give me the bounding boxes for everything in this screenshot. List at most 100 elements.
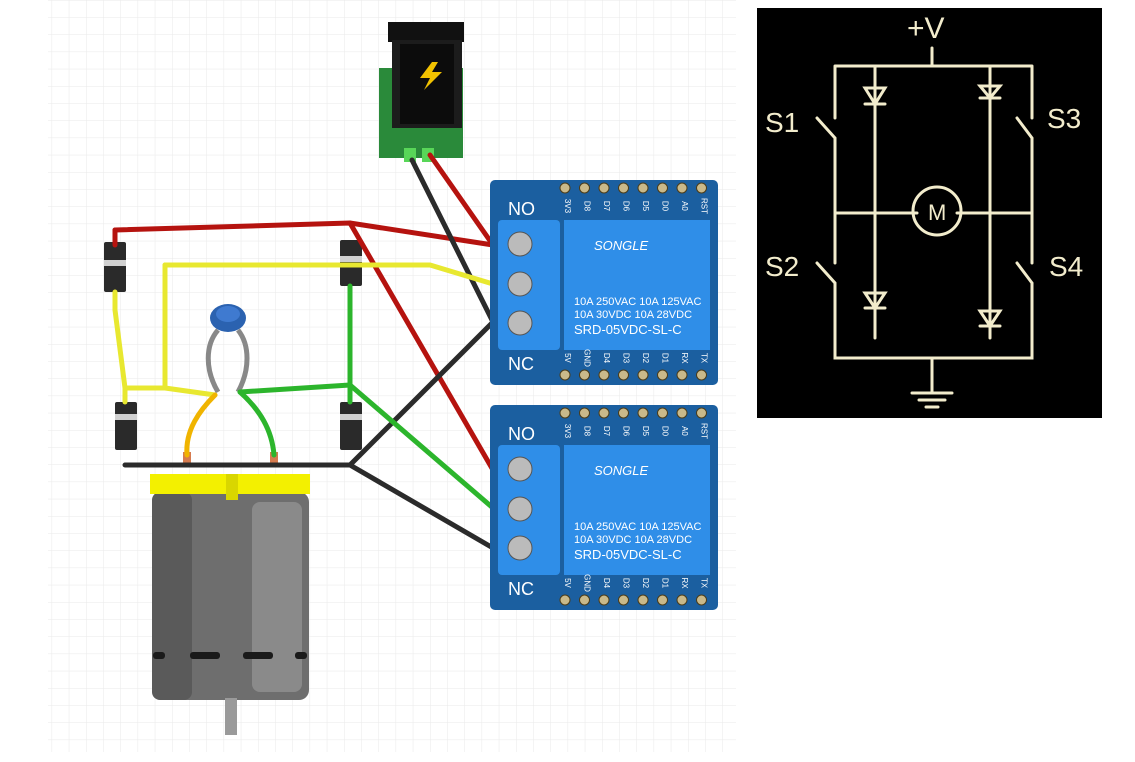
screw-terminal-no[interactable] [507, 456, 533, 482]
screw-terminal-no[interactable] [507, 231, 533, 257]
pin-label: RST [700, 423, 709, 439]
switch-label-s3: S3 [1047, 103, 1081, 134]
header-pin[interactable] [559, 407, 571, 419]
header-pin[interactable] [696, 407, 707, 419]
pin-label: 5V [563, 353, 572, 363]
switch-label-s1: S1 [765, 107, 799, 138]
screw-terminal-nc[interactable] [507, 310, 533, 336]
pin-label: D2 [641, 353, 650, 364]
header-pin[interactable] [657, 407, 668, 419]
wire-orange [184, 392, 218, 458]
header-pin[interactable] [579, 407, 590, 419]
header-pin[interactable] [637, 594, 649, 606]
no-label: NO [508, 199, 535, 219]
header-pin[interactable] [598, 182, 610, 194]
header-pin[interactable] [696, 594, 707, 606]
pin-label: D8 [583, 426, 592, 437]
rating-line-1: 10A 250VAC 10A 125VAC [574, 521, 701, 533]
pin-label: 3V3 [563, 199, 572, 214]
lightning-bolt-icon [420, 62, 442, 90]
header-pin[interactable] [618, 182, 629, 194]
wire-yellow [162, 385, 218, 398]
screw-terminal-com[interactable] [507, 496, 533, 522]
wire-green [237, 382, 353, 395]
rating-line-1: 10A 250VAC 10A 125VAC [574, 296, 701, 308]
dc-motor[interactable] [150, 452, 310, 735]
pin-label: GND [583, 349, 592, 367]
wire-black [409, 157, 496, 325]
header-pin[interactable] [579, 182, 590, 194]
pin-label: D5 [641, 426, 650, 437]
header-pin[interactable] [579, 369, 590, 381]
screw-terminal-com[interactable] [507, 271, 533, 297]
model-label: SRD-05VDC-SL-C [574, 322, 682, 337]
rating-line-2: 10A 30VDC 10A 28VDC [574, 309, 692, 321]
pin-label: D1 [661, 578, 670, 589]
pin-label: D7 [602, 426, 611, 437]
header-pin[interactable] [618, 407, 629, 419]
relay-module-1[interactable]: NO NC SONGLE 10A 250VAC 10A 125VAC 10A 3… [490, 180, 718, 385]
rating-line-2: 10A 30VDC 10A 28VDC [574, 534, 692, 546]
diode-1[interactable] [104, 242, 126, 292]
pin-label: RX [680, 577, 689, 589]
header-pin[interactable] [618, 369, 629, 381]
pin-label: D0 [661, 201, 670, 212]
diode-4[interactable] [340, 402, 362, 450]
switch-label-s2: S2 [765, 251, 799, 282]
header-pin[interactable] [559, 594, 571, 606]
header-pin[interactable] [579, 594, 590, 606]
header-pin[interactable] [676, 369, 688, 381]
ceramic-capacitor[interactable] [205, 304, 250, 394]
pin-label: D2 [641, 578, 650, 589]
supply-label: +V [907, 12, 945, 45]
dc-power-jack[interactable] [379, 22, 464, 162]
pin-label: D3 [622, 578, 631, 589]
header-pin[interactable] [676, 594, 688, 606]
pin-label: TX [700, 578, 709, 589]
pin-label: D6 [622, 426, 631, 437]
pin-label: D0 [661, 426, 670, 437]
pin-label: GND [583, 574, 592, 592]
screw-terminal-nc[interactable] [507, 535, 533, 561]
header-pin[interactable] [637, 407, 649, 419]
header-pin[interactable] [618, 594, 629, 606]
header-pin[interactable] [676, 407, 688, 419]
header-pin[interactable] [696, 369, 707, 381]
header-pin[interactable] [637, 182, 649, 194]
header-pin[interactable] [598, 369, 610, 381]
header-pin[interactable] [657, 182, 668, 194]
header-pin[interactable] [676, 182, 688, 194]
diode-3[interactable] [115, 402, 137, 450]
header-pin[interactable] [559, 369, 571, 381]
header-pin[interactable] [559, 182, 571, 194]
wire-yellow [162, 262, 496, 287]
wire-black [347, 462, 496, 551]
header-pin[interactable] [657, 369, 668, 381]
header-pin[interactable] [637, 369, 649, 381]
wire-green [237, 389, 277, 458]
pin-label: D3 [622, 353, 631, 364]
header-pin[interactable] [598, 594, 610, 606]
header-pin[interactable] [696, 182, 707, 194]
pin-label: D5 [641, 201, 650, 212]
pin-label: A0 [680, 426, 689, 436]
wires [112, 152, 496, 551]
wiring-diagram: NO NC SONGLE 10A 250VAC 10A 125VAC 10A 3… [48, 0, 736, 752]
no-label: NO [508, 424, 535, 444]
header-pin[interactable] [598, 407, 610, 419]
relay-module-2[interactable]: NO NC SONGLE 10A 250VAC 10A 125VAC 10A 3… [490, 405, 718, 610]
switch-label-s4: S4 [1049, 251, 1083, 282]
pin-label: RX [680, 352, 689, 364]
pin-label: D1 [661, 353, 670, 364]
header-pin[interactable] [657, 594, 668, 606]
nc-label: NC [508, 579, 534, 599]
brand-label: SONGLE [594, 463, 649, 478]
pin-label: D6 [622, 201, 631, 212]
pin-label: TX [700, 353, 709, 364]
pin-label: D8 [583, 201, 592, 212]
motor-label: M [928, 200, 946, 225]
wire-red [427, 152, 496, 248]
